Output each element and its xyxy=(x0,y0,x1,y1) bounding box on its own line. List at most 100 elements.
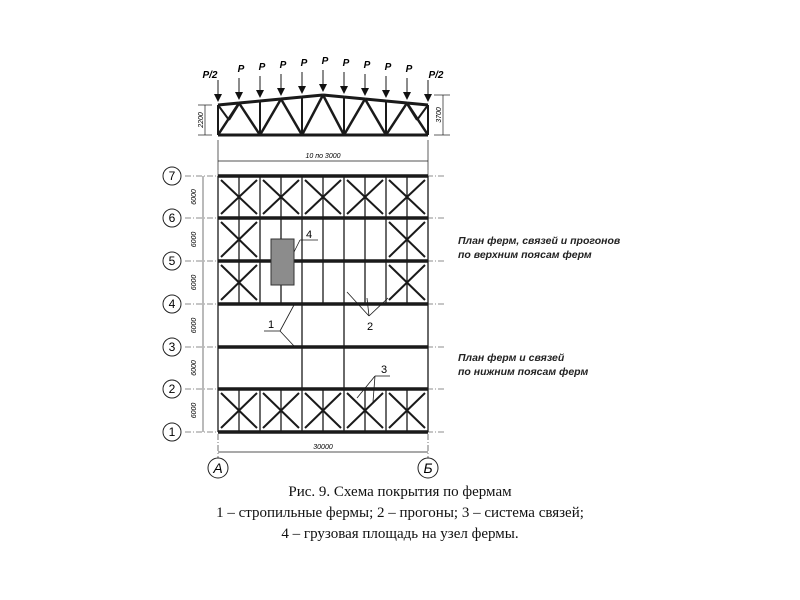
axis-row-bubble xyxy=(162,337,182,357)
span-label: 10 по 3000 xyxy=(306,153,341,160)
web-member xyxy=(237,102,262,136)
web-member xyxy=(321,94,346,136)
leader xyxy=(346,291,370,317)
web-member xyxy=(216,102,241,136)
load-label: P xyxy=(385,62,392,73)
bracing xyxy=(304,179,342,215)
axis-col-label: Б xyxy=(423,460,432,476)
top-chord xyxy=(385,99,408,105)
load-label: P xyxy=(301,58,308,69)
note-line: по верхним поясам ферм xyxy=(458,249,592,261)
load-label: P xyxy=(343,58,350,69)
top-chord xyxy=(406,101,429,107)
row-spacing-label: 6000 xyxy=(191,189,198,205)
axis-row-label: 7 xyxy=(169,169,176,183)
caption-legend-1: 1 – стропильные фермы; 2 – прогоны; 3 – … xyxy=(216,505,584,521)
load-label: P/2 xyxy=(202,70,217,81)
top-chord xyxy=(259,97,282,103)
web-member xyxy=(279,98,304,136)
load-label: P/2 xyxy=(428,70,443,81)
web-member xyxy=(258,98,283,136)
axis-col-bubble xyxy=(417,457,439,479)
bracing xyxy=(262,392,300,429)
load-label: P xyxy=(238,64,245,75)
leader xyxy=(356,375,376,399)
axis-row-bubble xyxy=(162,294,182,314)
bracing xyxy=(220,264,258,301)
load-label: P xyxy=(259,62,266,73)
top-chord xyxy=(301,93,324,99)
bracing xyxy=(262,179,300,215)
bracing xyxy=(346,392,384,429)
load-arrow-icon xyxy=(403,92,411,100)
callout-3: 3 xyxy=(381,364,387,376)
note-line: План ферм, связей и прогонов xyxy=(458,235,621,247)
load-arrow-icon xyxy=(361,88,369,96)
row-spacing-label: 6000 xyxy=(191,232,198,248)
web-member xyxy=(363,98,388,136)
axis-row-bubble xyxy=(162,166,182,186)
top-chord xyxy=(280,95,303,101)
leader xyxy=(279,330,295,347)
web-member xyxy=(416,104,429,121)
load-arrow-icon xyxy=(277,88,285,96)
axis-row-label: 6 xyxy=(169,211,176,225)
note-bottom-chord-plan: План ферм и связей по нижним поясам ферм xyxy=(458,351,588,379)
plan-width-label: 30000 xyxy=(313,444,333,451)
callout-2: 2 xyxy=(367,321,373,333)
top-chord xyxy=(322,93,345,99)
height-mid-label: 3700 xyxy=(436,107,443,123)
web-member xyxy=(217,104,230,121)
note-top-chord-plan: План ферм, связей и прогонов по верхним … xyxy=(458,234,620,262)
load-area xyxy=(270,238,295,286)
load-arrow-icon xyxy=(214,94,222,102)
load-label: P xyxy=(280,60,287,71)
load-arrow-icon xyxy=(424,94,432,102)
leader xyxy=(366,297,370,317)
load-arrow-icon xyxy=(319,84,327,92)
load-arrow-icon xyxy=(382,90,390,98)
load-arrow-icon xyxy=(298,86,306,94)
axis-row-label: 4 xyxy=(169,297,176,311)
caption-legend-2: 4 – грузовая площадь на узел фермы. xyxy=(281,526,519,542)
load-label: P xyxy=(364,60,371,71)
load-label: P xyxy=(406,64,413,75)
web-member xyxy=(342,98,367,136)
axis-row-bubble xyxy=(162,422,182,442)
load-arrow-icon xyxy=(256,90,264,98)
axis-row-bubble xyxy=(162,379,182,399)
bracing xyxy=(220,221,258,258)
load-label: P xyxy=(322,56,329,67)
axis-col-label: А xyxy=(212,460,222,476)
bracing xyxy=(304,392,342,429)
leader xyxy=(293,239,301,253)
axis-row-bubble xyxy=(162,251,182,271)
bracing xyxy=(220,392,258,429)
bracing xyxy=(388,392,426,429)
leader xyxy=(372,375,376,403)
web-member xyxy=(384,102,409,136)
axis-row-label: 5 xyxy=(169,254,176,268)
top-chord xyxy=(364,97,387,103)
top-chord xyxy=(217,101,240,107)
row-spacing-label: 6000 xyxy=(191,318,198,334)
load-arrow-icon xyxy=(340,86,348,94)
note-line: по нижним поясам ферм xyxy=(458,366,589,378)
top-chord xyxy=(343,95,366,101)
top-chord xyxy=(238,99,261,105)
axis-row-label: 2 xyxy=(169,382,176,396)
bracing xyxy=(220,179,258,215)
row-spacing-label: 6000 xyxy=(191,403,198,419)
leader xyxy=(279,304,295,332)
row-spacing-label: 6000 xyxy=(191,360,198,376)
axis-row-label: 3 xyxy=(169,340,176,354)
axis-col-bubble xyxy=(207,457,229,479)
web-member xyxy=(300,94,325,136)
row-spacing-label: 6000 xyxy=(191,275,198,291)
caption-title: Рис. 9. Схема покрытия по фермам xyxy=(288,484,512,500)
leader xyxy=(368,297,389,317)
bracing xyxy=(388,264,426,301)
callout-1: 1 xyxy=(268,319,274,331)
